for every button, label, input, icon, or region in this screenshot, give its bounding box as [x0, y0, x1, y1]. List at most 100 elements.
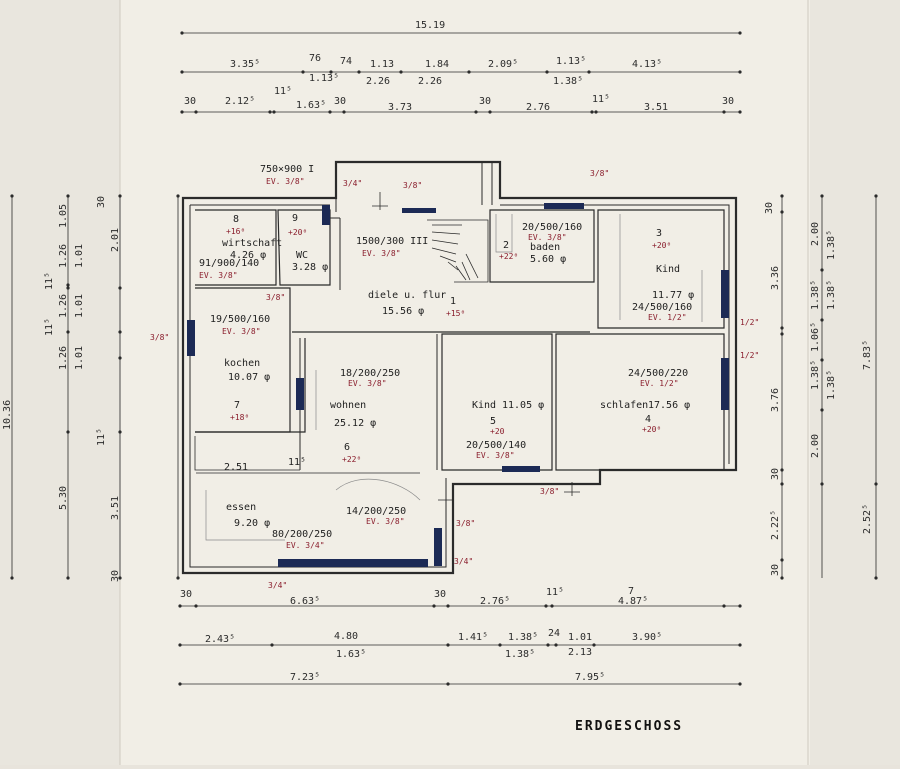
room-window-spec: 80/200/250 — [272, 529, 332, 540]
paper-sheet — [120, 0, 810, 765]
room-name: Kind — [656, 264, 680, 275]
room-ev-spec: EV. 3/8" — [348, 379, 387, 388]
dim-top: 2.76 — [526, 102, 550, 113]
dim-right: 2.22⁵ — [770, 510, 781, 540]
room-name: wirtschaft — [222, 238, 282, 249]
room-ev-spec: EV. 3/8" — [528, 233, 567, 242]
dim-left: 1.01 — [74, 294, 85, 318]
pipe-note: 1/2" — [740, 318, 759, 327]
dim-left: 10.36 — [2, 400, 13, 430]
dim-top-total: 15.19 — [415, 20, 445, 31]
dim-bottom: 1.63⁵ — [336, 649, 366, 660]
room-number: 7 — [234, 400, 240, 411]
dim-left: 30 — [110, 570, 121, 582]
dim-right: 1.38⁵ — [810, 280, 821, 310]
dim-top: 1.38⁵ — [553, 76, 583, 87]
dim-right: 1.38⁵ — [826, 280, 837, 310]
porch-window-spec: 750×900 I — [260, 164, 314, 175]
room-area: 5.60 φ — [530, 254, 566, 265]
building-walls — [181, 160, 738, 575]
dim-top: 2.09⁵ — [488, 59, 518, 70]
dim-bottom: 11⁵ — [546, 587, 564, 598]
room-floor-height: +22⁰ — [342, 455, 361, 464]
dim-bottom: 6.63⁵ — [290, 596, 320, 607]
dim-bottom: 7.95⁵ — [575, 672, 605, 683]
dim-top: 1.13⁵ — [556, 56, 586, 67]
dim-top: 11⁵ — [592, 94, 610, 105]
dim-bottom: 2.13 — [568, 647, 592, 658]
dim-right: 30 — [770, 468, 781, 480]
room-name: schlafen — [600, 400, 648, 411]
dim-bottom: 1.01 — [568, 632, 592, 643]
room-window-spec: 18/200/250 — [340, 368, 400, 379]
dim-left: 1.26 — [58, 244, 69, 268]
dim-top: 1.13 — [370, 59, 394, 70]
room-name: WC — [296, 250, 308, 261]
dim-top: 76 — [309, 53, 321, 64]
pipe-note: 3/8" — [266, 293, 285, 302]
room-floor-height: +16⁰ — [226, 227, 245, 236]
pipe-note: 3/8" — [590, 169, 609, 178]
room-number: 5 — [490, 416, 496, 427]
dim-bottom: 30 — [434, 589, 446, 600]
dim-bottom: 24 — [548, 628, 560, 639]
room-window-spec: 19/500/160 — [210, 314, 270, 325]
pipe-note: 3/8" — [403, 181, 422, 190]
dim-left: 1.01 — [74, 244, 85, 268]
bottom-dimension-ticks — [178, 604, 742, 686]
dim-top: 1.63⁵ — [296, 100, 326, 111]
dim-top: 3.51 — [644, 102, 668, 113]
dim-bottom: 7.23⁵ — [290, 672, 320, 683]
dim-left: 1.01 — [74, 346, 85, 370]
room-name: wohnen — [330, 400, 366, 411]
dim-bottom: 1.38⁵ — [508, 632, 538, 643]
wohnen-window-spec: 14/200/250 — [346, 506, 406, 517]
dim-left: 3.51 — [110, 496, 121, 520]
dim-top: 4.13⁵ — [632, 59, 662, 70]
room-floor-height: +22⁰ — [499, 252, 518, 261]
dim-top: 30 — [184, 96, 196, 107]
dim-right: 1.38⁵ — [826, 370, 837, 400]
room-ev-spec: EV. 1/2" — [640, 379, 679, 388]
right-dimension-ticks — [780, 194, 878, 580]
room-ev-spec: EV. 3/4" — [286, 541, 325, 550]
essen-dim: 2.51 — [224, 462, 248, 473]
room-ev-spec: EV. 3/8" — [362, 249, 401, 258]
dim-top: 11⁵ — [274, 86, 292, 97]
essen-dim: 11⁵ — [288, 457, 306, 468]
room-ev-spec: EV. 3/8" — [199, 271, 238, 280]
dim-left: 2.01 — [110, 228, 121, 252]
room-area: 25.12 φ — [334, 418, 376, 429]
room-number: 8 — [233, 214, 239, 225]
dim-bottom: 7 — [628, 586, 634, 597]
dim-bottom: 1.41⁵ — [458, 632, 488, 643]
dim-right: 1.06⁵ — [810, 322, 821, 352]
room-window-spec: 24/500/220 — [628, 368, 688, 379]
room-floor-height: +15⁰ — [446, 309, 465, 318]
room-window-spec: 20/500/140 — [466, 440, 526, 451]
dim-top: 30 — [334, 96, 346, 107]
room-floor-height: +20⁰ — [652, 241, 671, 250]
room-window-spec: 1500/300 III — [356, 236, 428, 247]
room-name: baden — [530, 242, 560, 253]
door-markers — [372, 192, 580, 505]
pipe-note: 3/4" — [268, 581, 287, 590]
top-dimension-ticks — [180, 31, 742, 114]
dim-right: 1.38⁵ — [826, 230, 837, 260]
dim-bottom: 30 — [180, 589, 192, 600]
room-area: 4.26 φ — [230, 250, 266, 261]
room-area: 11.05 φ — [502, 400, 544, 411]
room-name: Kind — [472, 400, 496, 411]
dim-right: 2.00 — [810, 222, 821, 246]
room-ev-spec: EV. 3/8" — [476, 451, 515, 460]
dim-left: 5.30 — [58, 486, 69, 510]
room-floor-height: +20 — [490, 427, 505, 436]
room-name: essen — [226, 502, 256, 513]
room-floor-height: +18⁰ — [230, 413, 249, 422]
room-number: 6 — [344, 442, 350, 453]
dim-right: 2.00 — [810, 434, 821, 458]
dim-top: 3.35⁵ — [230, 59, 260, 70]
dim-top: 74 — [340, 56, 352, 67]
room-area: 9.20 φ — [234, 518, 270, 529]
dim-left: 11⁵ — [44, 272, 55, 290]
